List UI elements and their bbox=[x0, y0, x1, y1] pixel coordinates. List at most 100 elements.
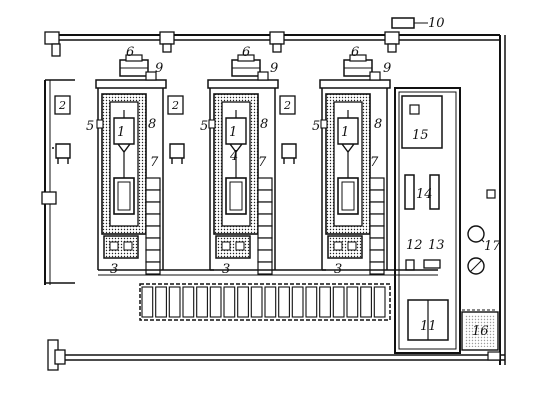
unit-9 bbox=[145, 71, 157, 81]
cell-7 bbox=[369, 189, 385, 203]
cell-7 bbox=[145, 177, 161, 191]
label-6-bay3: 6 bbox=[351, 45, 359, 60]
cell-7 bbox=[369, 249, 385, 263]
label-5-bay1: 5 bbox=[86, 119, 94, 134]
conveyor-cell bbox=[319, 286, 331, 318]
label-7-bay1: 7 bbox=[150, 155, 159, 170]
cell-7 bbox=[145, 201, 161, 215]
cell-7 bbox=[369, 261, 385, 275]
label-8-bay3: 8 bbox=[374, 117, 382, 132]
conveyor-cell bbox=[346, 286, 359, 318]
cell-7 bbox=[369, 201, 385, 215]
label-3-bay1: 3 bbox=[110, 262, 118, 277]
label-2-a: 2 bbox=[58, 99, 66, 112]
label-4-bay2: 4 bbox=[229, 149, 238, 164]
labels: 10 6 6 6 9 9 9 2 2 2 5 5 5 8 8 8 1 1 1 7… bbox=[58, 16, 501, 339]
conveyor-cell bbox=[305, 286, 318, 318]
cell-7 bbox=[257, 249, 273, 263]
label-8-bay1: 8 bbox=[148, 117, 156, 132]
conveyor-cell bbox=[196, 286, 208, 318]
label-1-bay1: 1 bbox=[117, 125, 125, 140]
label-5-bay3: 5 bbox=[312, 119, 320, 134]
bay-2 bbox=[207, 54, 326, 276]
label-13: 13 bbox=[428, 238, 445, 253]
cell-7 bbox=[257, 189, 273, 203]
unit-9 bbox=[257, 71, 269, 81]
label-17: 17 bbox=[484, 239, 501, 254]
conveyor-cell bbox=[278, 286, 290, 318]
cell-7 bbox=[257, 201, 273, 215]
label-2-b: 2 bbox=[171, 99, 179, 112]
cell-7 bbox=[369, 237, 385, 251]
label-3-bay3: 3 bbox=[334, 262, 342, 277]
crossbeam bbox=[207, 79, 279, 89]
cell-7 bbox=[257, 237, 273, 251]
left-wall-pier bbox=[41, 191, 57, 205]
unit-3 bbox=[327, 235, 363, 259]
conveyor-cell bbox=[332, 286, 345, 318]
cell-7 bbox=[369, 225, 385, 239]
label-14: 14 bbox=[416, 187, 433, 202]
bay-3 bbox=[319, 54, 438, 276]
unit-10-box bbox=[391, 17, 415, 29]
bottom-conveyor bbox=[139, 283, 391, 321]
conveyor-cell bbox=[237, 286, 249, 318]
unit-4 bbox=[337, 177, 359, 215]
cell-7 bbox=[257, 177, 273, 191]
cell-7 bbox=[257, 261, 273, 275]
label-3-bay2: 3 bbox=[222, 262, 230, 277]
conveyor-cell bbox=[182, 286, 195, 318]
crossbeam bbox=[319, 79, 391, 89]
label-2-c: 2 bbox=[283, 99, 291, 112]
right-area bbox=[394, 87, 501, 361]
leader-17 bbox=[481, 239, 485, 243]
cell-7 bbox=[369, 213, 385, 227]
conveyor-cell bbox=[264, 286, 277, 318]
label-9-bay3: 9 bbox=[383, 61, 391, 76]
top-wall-columns bbox=[44, 31, 400, 57]
cell-7 bbox=[257, 225, 273, 239]
label-7-bay3: 7 bbox=[370, 155, 379, 170]
rooms-2 bbox=[54, 95, 296, 115]
label-1-bay3: 1 bbox=[341, 125, 349, 140]
building-walls bbox=[44, 34, 506, 365]
conveyor-cell bbox=[168, 286, 181, 318]
cell-7 bbox=[145, 189, 161, 203]
conveyor-cell bbox=[250, 286, 263, 318]
label-6-bay1: 6 bbox=[126, 45, 134, 60]
conveyor-cell bbox=[360, 286, 372, 318]
unit-4 bbox=[113, 177, 135, 215]
label-1-bay2: 1 bbox=[229, 125, 237, 140]
label-8-bay2: 8 bbox=[260, 117, 268, 132]
conveyor-cell bbox=[291, 286, 304, 318]
label-16: 16 bbox=[472, 324, 489, 339]
cell-7 bbox=[369, 177, 385, 191]
cell-7 bbox=[145, 237, 161, 251]
label-12: 12 bbox=[406, 238, 423, 253]
conveyor-cell bbox=[141, 286, 154, 318]
cell-7 bbox=[145, 261, 161, 275]
conveyor-cell bbox=[209, 286, 222, 318]
label-15: 15 bbox=[412, 128, 429, 143]
circles-17 bbox=[467, 225, 485, 275]
label-9-bay2: 9 bbox=[270, 61, 278, 76]
bottom-left-column bbox=[47, 339, 66, 371]
conveyor-cell bbox=[223, 286, 236, 318]
unit-9 bbox=[369, 71, 381, 81]
unit-3 bbox=[215, 235, 251, 259]
cell-7 bbox=[145, 225, 161, 239]
label-6-bay2: 6 bbox=[242, 45, 250, 60]
label-5-bay2: 5 bbox=[200, 119, 208, 134]
bays bbox=[95, 54, 438, 276]
label-7-bay2: 7 bbox=[258, 155, 267, 170]
cell-7 bbox=[257, 213, 273, 227]
unit-3 bbox=[103, 235, 139, 259]
conveyor-cell bbox=[373, 286, 386, 318]
label-11: 11 bbox=[420, 319, 437, 334]
room-machines bbox=[52, 143, 297, 164]
conveyor-cell bbox=[155, 286, 167, 318]
unit-4 bbox=[225, 177, 247, 215]
crossbeam bbox=[95, 79, 167, 89]
